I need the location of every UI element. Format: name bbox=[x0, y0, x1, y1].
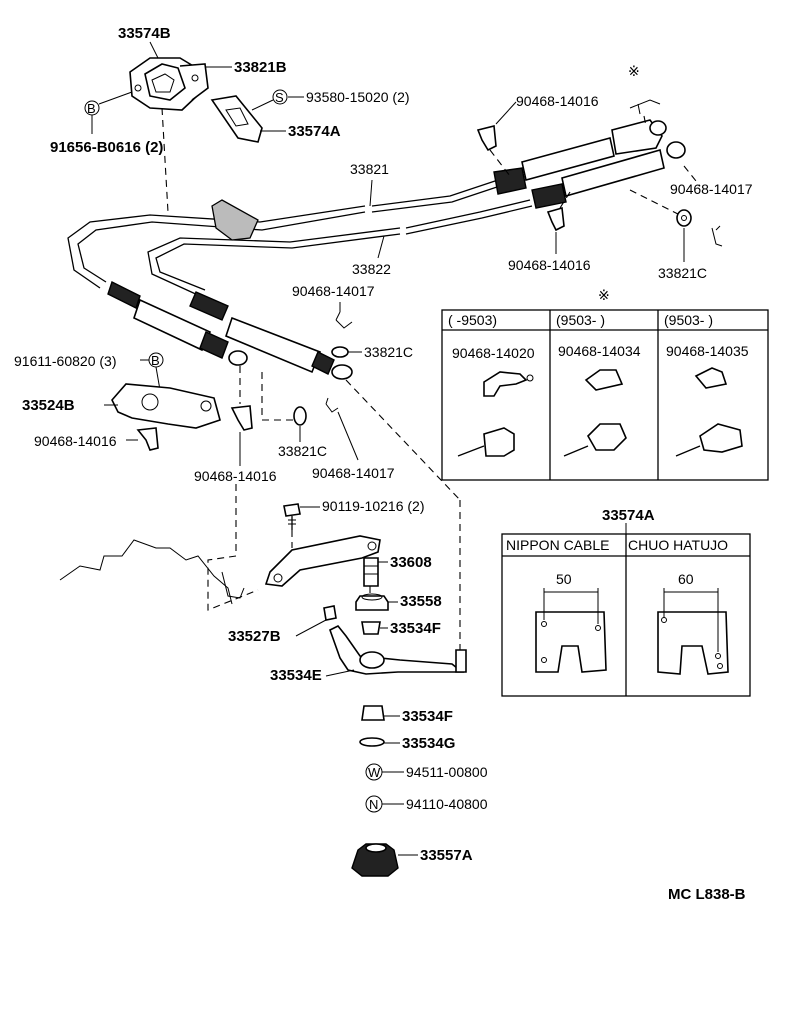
label-94110: 94110-40800 bbox=[406, 796, 488, 812]
bracket-maker-1: NIPPON CABLE bbox=[506, 537, 609, 553]
label-33574b: 33574B bbox=[118, 25, 171, 42]
svg-text:W: W bbox=[368, 765, 381, 780]
bracket-maker-2: CHUO HATUJO bbox=[628, 537, 728, 553]
bracket-33524b bbox=[111, 383, 221, 429]
variant-table bbox=[441, 309, 769, 481]
label-33822: 33822 bbox=[352, 261, 391, 277]
label-90468-14017-low: 90468-14017 bbox=[312, 465, 395, 481]
pin-90468-14017-m bbox=[335, 311, 353, 329]
washer-33821c-r bbox=[676, 209, 692, 227]
bracket-33574a bbox=[210, 95, 263, 143]
bracket-table bbox=[501, 533, 751, 697]
washer-33821c-low bbox=[293, 406, 307, 426]
bracket-table-title: 33574A bbox=[602, 507, 655, 524]
variant-part-1: 90468-14020 bbox=[452, 345, 535, 361]
diagram-code: MC L838-B bbox=[668, 886, 746, 903]
part-33527b bbox=[323, 605, 337, 621]
clip-90468-14016-mid bbox=[546, 206, 565, 232]
bracket-dim-1: 50 bbox=[556, 571, 572, 587]
label-33558: 33558 bbox=[400, 593, 442, 610]
shift-cables bbox=[67, 119, 686, 380]
label-33534f-b: 33534F bbox=[402, 708, 453, 725]
label-91656: 91656-B0616 (2) bbox=[50, 139, 163, 156]
svg-text:S: S bbox=[275, 90, 284, 105]
bushing-33558 bbox=[355, 593, 389, 611]
label-90468-14016-top: 90468-14016 bbox=[516, 93, 599, 109]
label-33527b: 33527B bbox=[228, 628, 281, 645]
bolt-90119 bbox=[283, 503, 301, 530]
label-90468-14017-m: 90468-14017 bbox=[292, 283, 375, 299]
label-33524b: 33524B bbox=[22, 397, 75, 414]
label-93580: 93580-15020 (2) bbox=[306, 89, 410, 105]
boot-33557a bbox=[351, 843, 399, 877]
label-90119: 90119-10216 (2) bbox=[322, 498, 424, 514]
transmission-case-outline bbox=[59, 539, 233, 605]
pin-clip-top bbox=[629, 99, 661, 115]
variant-range-1: ( -9503) bbox=[448, 312, 497, 328]
label-90468-14016-mid: 90468-14016 bbox=[508, 257, 591, 273]
shifter-base-assembly bbox=[129, 57, 209, 111]
clip-90468-14016-top bbox=[476, 124, 497, 152]
svg-text:B: B bbox=[87, 101, 96, 116]
svg-text:B: B bbox=[151, 353, 160, 368]
label-90468-14017-r: 90468-14017 bbox=[670, 181, 753, 197]
variant-part-3: 90468-14035 bbox=[666, 343, 749, 359]
label-33534g: 33534G bbox=[402, 735, 455, 752]
bracket-dim-2: 60 bbox=[678, 571, 694, 587]
asterisk-top: ※ bbox=[628, 63, 640, 79]
label-33821c-m: 33821C bbox=[364, 344, 413, 360]
label-90468-14016-low: 90468-14016 bbox=[194, 468, 277, 484]
asterisk-table: ※ bbox=[598, 287, 610, 303]
lever-33608 bbox=[264, 535, 381, 587]
label-33534e: 33534E bbox=[270, 667, 322, 684]
circle-s-icon bbox=[272, 89, 288, 105]
label-33821c-r: 33821C bbox=[658, 265, 707, 281]
variant-range-2: (9503- ) bbox=[556, 312, 605, 328]
label-94511: 94511-00800 bbox=[406, 764, 488, 780]
label-33574a: 33574A bbox=[288, 123, 341, 140]
washer-33821c-m bbox=[331, 346, 349, 358]
label-33608: 33608 bbox=[390, 554, 432, 571]
pin-90468-14017-low bbox=[325, 397, 339, 413]
label-91611: 91611-60820 (3) bbox=[14, 353, 116, 369]
label-33557a: 33557A bbox=[420, 847, 473, 864]
clip-90468-14016-low bbox=[230, 405, 253, 431]
variant-part-2: 90468-14034 bbox=[558, 343, 641, 359]
variant-range-3: (9503- ) bbox=[664, 312, 713, 328]
label-90468-14016-l: 90468-14016 bbox=[34, 433, 117, 449]
label-33821b: 33821B bbox=[234, 59, 287, 76]
part-33534g bbox=[359, 737, 385, 747]
label-33534f-a: 33534F bbox=[390, 620, 441, 637]
label-33821: 33821 bbox=[350, 161, 389, 177]
lever-33534e bbox=[329, 624, 467, 675]
clip-90468-14016-l bbox=[136, 427, 159, 451]
label-33821c-low: 33821C bbox=[278, 443, 327, 459]
part-33534f-a bbox=[361, 621, 381, 635]
svg-text:N: N bbox=[369, 797, 378, 812]
part-33534f-b bbox=[361, 705, 385, 721]
